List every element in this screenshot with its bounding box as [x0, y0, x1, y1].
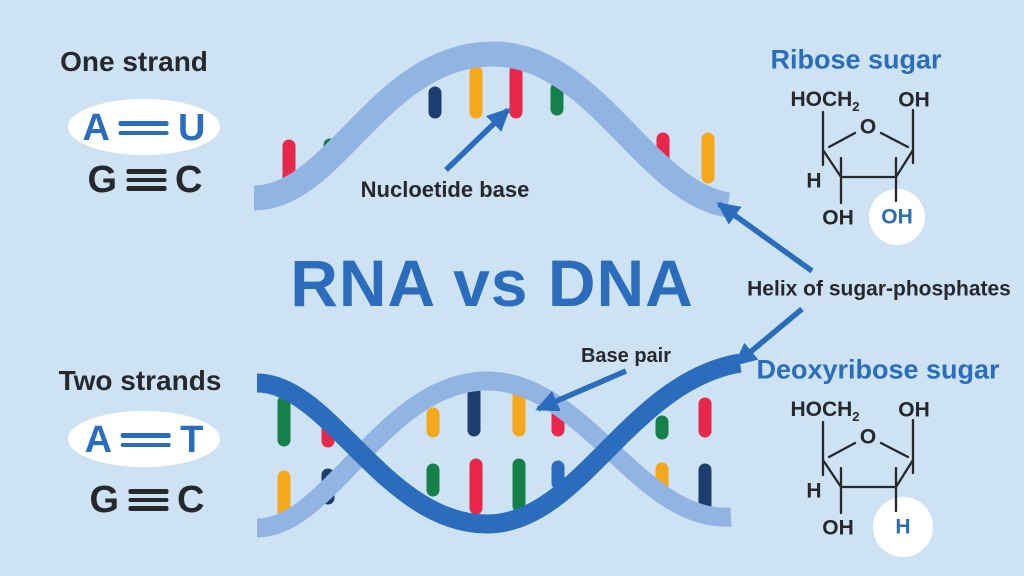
- deoxyribose-ring-oxygen-label: O: [859, 425, 877, 449]
- ribose-oh-highlighted-label: OH: [881, 205, 913, 229]
- hoch-subscript: 2: [852, 409, 860, 425]
- at-base-pair: A T: [85, 421, 204, 459]
- au-pair-oval: [68, 99, 220, 155]
- arrow-to-nucleotide-base: [444, 107, 511, 172]
- base-pair-label: Base pair: [580, 345, 672, 367]
- ribose-h-left-label: H: [806, 169, 822, 193]
- ribose-hoch2-label: HOCH2: [790, 89, 859, 113]
- adenine-letter: A: [82, 107, 110, 149]
- triple-bond-icon: [126, 169, 167, 191]
- cytosine-letter: C: [177, 479, 205, 521]
- cytosine-letter: C: [175, 159, 203, 201]
- deoxyribose-h-highlight-circle: [873, 497, 933, 557]
- hoch-text: HOCH: [790, 397, 853, 421]
- ribose-oh-highlight-circle: [869, 189, 925, 245]
- hoch-text: HOCH: [790, 87, 853, 111]
- gc-base-pair-dna: G C: [89, 481, 204, 519]
- double-bond-icon: [119, 121, 169, 135]
- adenine-letter: A: [84, 419, 113, 461]
- hoch-subscript: 2: [852, 99, 860, 115]
- arrow-to-dna-backbone: [733, 306, 804, 367]
- ribose-ring-oxygen-label: O: [859, 115, 877, 139]
- page-title: RNA vs DNA: [290, 246, 694, 320]
- deoxyribose-oh-top-label: OH: [898, 398, 930, 422]
- deoxyribose-title: Deoxyribose sugar: [756, 354, 1000, 385]
- ribose-oh-top-label: OH: [898, 88, 930, 112]
- ribose-oh-bottom-label: OH: [822, 206, 854, 230]
- ribose-title: Ribose sugar: [770, 44, 942, 75]
- dna-backbone-dark: [256, 353, 742, 534]
- dna-backbone-light: [256, 371, 732, 538]
- guanine-letter: G: [87, 159, 118, 201]
- deoxyribose-oh-bottom-label: OH: [822, 516, 854, 540]
- guanine-letter: G: [89, 479, 120, 521]
- one-strand-heading: One strand: [60, 46, 208, 77]
- deoxyribose-h-left-label: H: [806, 479, 822, 503]
- au-base-pair: A U: [83, 109, 206, 147]
- uracil-letter: U: [178, 107, 206, 149]
- helix-label: Helix of sugar-phosphates: [747, 277, 1011, 301]
- rna-backbone: [253, 41, 731, 218]
- two-strands-heading: Two strands: [58, 365, 222, 396]
- thymine-letter: T: [180, 419, 204, 461]
- nucleotide-base-label: Nucloetide base: [360, 177, 530, 202]
- at-pair-oval: [68, 411, 220, 467]
- arrow-to-rna-backbone: [716, 201, 814, 274]
- gc-base-pair-rna: G C: [87, 161, 202, 199]
- deoxyribose-hoch2-label: HOCH2: [790, 399, 859, 423]
- deoxyribose-h-highlighted-label: H: [895, 515, 911, 539]
- arrow-to-base-pair: [535, 368, 628, 412]
- triple-bond-icon: [128, 489, 169, 511]
- double-bond-icon: [121, 433, 172, 447]
